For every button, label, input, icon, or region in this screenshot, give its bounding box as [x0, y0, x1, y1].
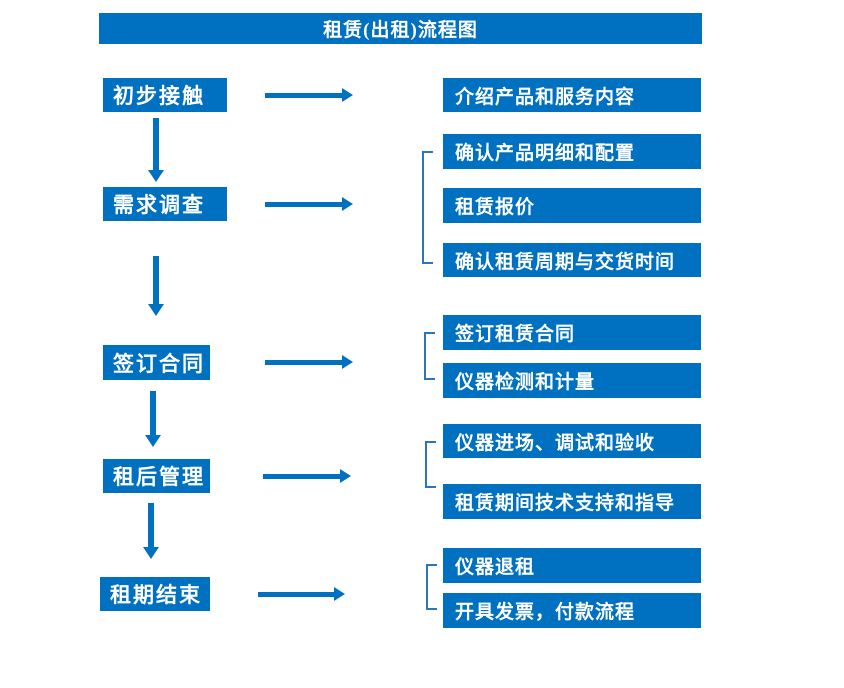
detail-box-confirm-product-details: 确认产品明细和配置	[443, 134, 701, 169]
detail-box-instrument-testing: 仪器检测和计量	[443, 363, 701, 398]
bracket-sign-contract-group	[424, 332, 435, 380]
arrow-down-icon-1	[148, 118, 164, 182]
bracket-demand-survey-group	[422, 151, 433, 264]
arrow-right-icon-4	[263, 469, 351, 483]
arrow-down-icon-2	[148, 256, 164, 316]
step-box-post-rental-management: 租后管理	[103, 459, 210, 493]
arrow-right-icon-2	[265, 197, 353, 211]
detail-box-introduce-products: 介绍产品和服务内容	[443, 78, 701, 112]
detail-box-sign-rental-contract: 签订租赁合同	[443, 315, 701, 350]
detail-box-rental-quotation: 租赁报价	[443, 188, 701, 223]
bracket-post-rental-group	[425, 441, 436, 488]
arrow-right-icon-5	[258, 587, 345, 601]
detail-box-confirm-rental-period: 确认租赁周期与交货时间	[443, 243, 701, 277]
arrow-right-icon-3	[265, 355, 353, 369]
step-box-sign-contract: 签订合同	[103, 345, 210, 380]
step-box-demand-survey: 需求调查	[103, 187, 227, 221]
arrow-right-icon-1	[265, 88, 353, 102]
detail-box-instrument-return: 仪器退租	[443, 548, 701, 583]
arrow-down-icon-4	[143, 503, 159, 559]
bracket-lease-end-group	[426, 564, 437, 610]
flowchart-title: 租赁(出租)流程图	[99, 13, 702, 44]
detail-box-invoice-payment: 开具发票，付款流程	[443, 593, 701, 628]
step-box-initial-contact: 初步接触	[103, 78, 227, 112]
detail-box-instrument-setup: 仪器进场、调试和验收	[443, 424, 701, 458]
detail-box-tech-support: 租赁期间技术支持和指导	[443, 484, 701, 519]
step-box-lease-end: 租期结束	[100, 577, 210, 611]
arrow-down-icon-3	[145, 391, 161, 447]
